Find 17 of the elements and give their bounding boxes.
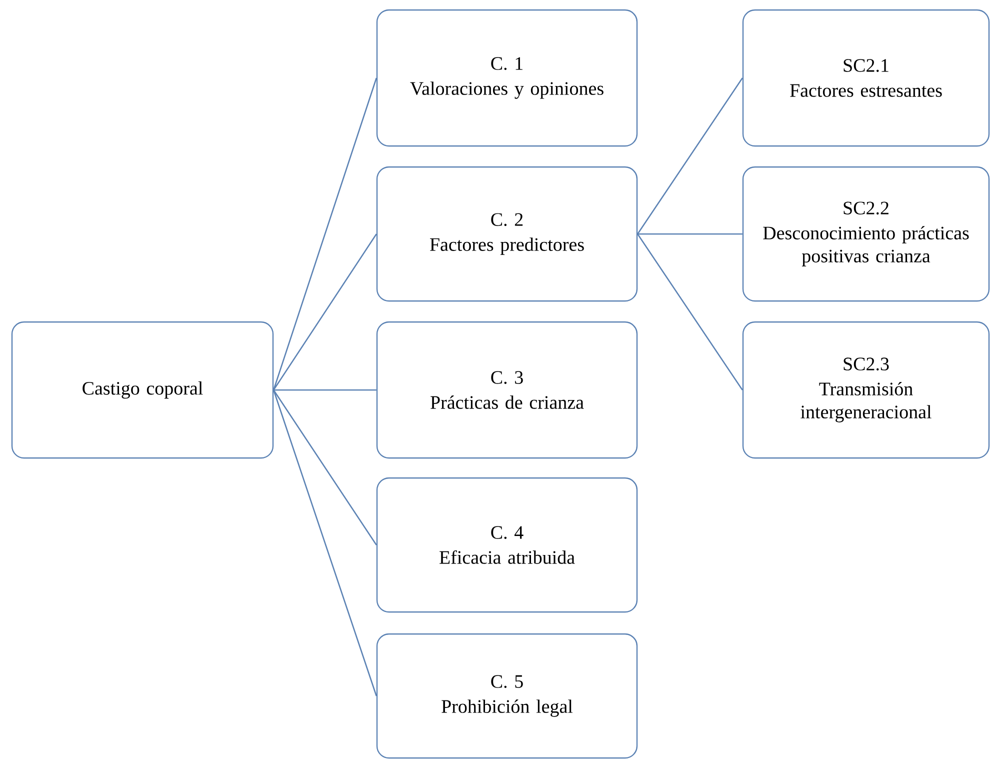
connector-line xyxy=(273,390,377,546)
subcategory-box: SC2.2 Desconocimiento prácticas positivas crianza xyxy=(742,166,990,302)
root-box: Castigo coporal xyxy=(11,321,274,459)
category-box: C. 5 Prohibición legal xyxy=(376,633,638,759)
category-box: C. 1 Valoraciones y opiniones xyxy=(376,9,638,147)
connector-line xyxy=(638,233,742,235)
connector-line xyxy=(274,389,376,391)
connector-line xyxy=(272,390,378,696)
category-box: C. 4 Eficacia atribuida xyxy=(376,477,638,613)
connector-line xyxy=(273,234,377,390)
subcategory-box: SC2.3 Transmisión intergeneracional xyxy=(742,321,990,459)
category-box: C. 2 Factores predictores xyxy=(376,166,638,302)
connector-line xyxy=(637,234,743,390)
connector-line xyxy=(272,78,378,390)
connector-line xyxy=(637,78,743,234)
category-box: C. 3 Prácticas de crianza xyxy=(376,321,638,459)
subcategory-box: SC2.1 Factores estresantes xyxy=(742,9,990,147)
